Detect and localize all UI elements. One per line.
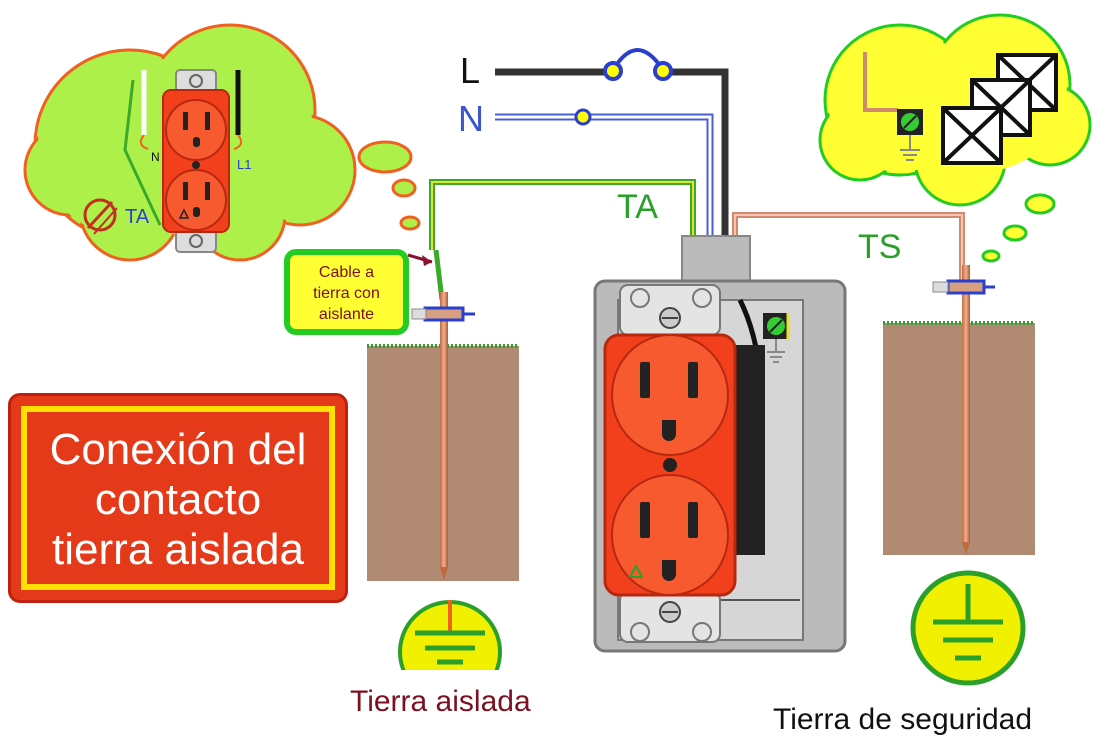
safety-ground-symbol (910, 570, 1026, 686)
bubble-isolated-ground-label: TA (125, 206, 150, 228)
right-thought-cloud (818, 13, 1092, 263)
safety-ground-caption: Tierra de seguridad (773, 703, 1033, 736)
safety-ground-wire (732, 212, 965, 290)
breaker-icon (941, 53, 1058, 165)
thought-trail-left (357, 140, 421, 231)
isolated-ground-symbol (398, 600, 502, 670)
safety-ground-wire-label: TS (858, 228, 902, 266)
neutral-label: N (458, 98, 484, 139)
isolated-ground-earth (367, 292, 519, 581)
title-frame: Conexión del contacto tierra aislada (21, 406, 335, 590)
note-line-1: Cable a (318, 264, 375, 281)
isolated-ground-wire-label: TA (617, 188, 658, 226)
isolated-ground-wire (407, 179, 696, 301)
note-line-2: tierra con (313, 285, 380, 302)
title-box: Conexión del contacto tierra aislada (8, 393, 348, 603)
receptacle (603, 284, 765, 643)
isolated-ground-caption: Tierra aislada (350, 685, 531, 718)
neutral-wire (495, 108, 714, 240)
safety-ground-earth (883, 265, 1035, 555)
title-line-3: tierra aislada (52, 525, 304, 574)
line-wire (495, 48, 729, 240)
mini-receptacle (83, 69, 243, 253)
line-label: L (460, 50, 481, 91)
title-line-1: Conexión del (49, 425, 307, 474)
note-line-3: aislante (318, 306, 375, 323)
bubble-line-label: L1 (237, 157, 252, 172)
bubble-neutral-label: N (151, 150, 160, 164)
insulated-cable-note: Cable a tierra con aislante (284, 249, 409, 335)
title-line-2: contacto (94, 475, 262, 524)
